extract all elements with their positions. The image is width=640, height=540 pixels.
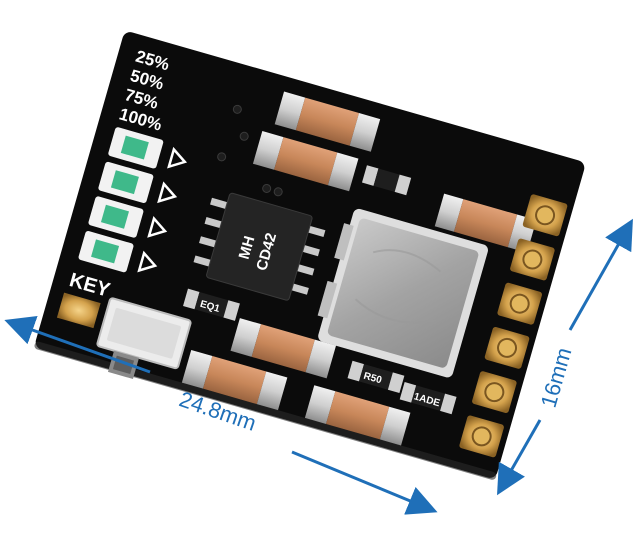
height-arrow-top <box>568 218 633 331</box>
gold-pads <box>459 194 568 458</box>
capacitor-bottom-2 <box>181 349 288 411</box>
resistor-small-1 <box>361 165 412 196</box>
pad-6 <box>459 415 504 458</box>
pad-1 <box>522 194 568 237</box>
resistor-eq1: EQ1 <box>183 288 240 321</box>
capacitor-top-2 <box>252 131 359 192</box>
slide-switch <box>96 297 192 380</box>
pad-3 <box>497 282 542 325</box>
resistor-r50: R50 <box>347 360 405 393</box>
capacitor-bottom-1 <box>230 318 337 379</box>
height-arrow-bottom <box>497 419 542 496</box>
pcb-board: 25% 50% 75% 100% <box>34 32 585 480</box>
led-1 <box>108 127 188 169</box>
resistor-1ade: 1ADE <box>399 382 457 415</box>
height-label: 16mm <box>536 345 577 411</box>
capacitor-top-1 <box>274 91 381 152</box>
width-arrow-left <box>4 315 151 374</box>
led-2 <box>98 161 178 204</box>
pad-2 <box>510 238 555 281</box>
vias <box>217 104 283 197</box>
chip-text-line1: MH <box>236 234 259 261</box>
ic-chip: MH CD42 <box>193 192 326 301</box>
pad-4 <box>484 327 530 369</box>
code-r50: R50 <box>362 371 383 387</box>
key-pad <box>56 292 101 329</box>
pad-5 <box>472 371 517 413</box>
led-4 <box>78 231 158 273</box>
width-arrow-right <box>291 450 438 515</box>
code-eq1: EQ1 <box>199 299 222 315</box>
led-3 <box>88 196 168 238</box>
led-column <box>78 127 188 273</box>
inductor <box>317 208 488 378</box>
capacitor-bottom-3 <box>304 385 411 446</box>
